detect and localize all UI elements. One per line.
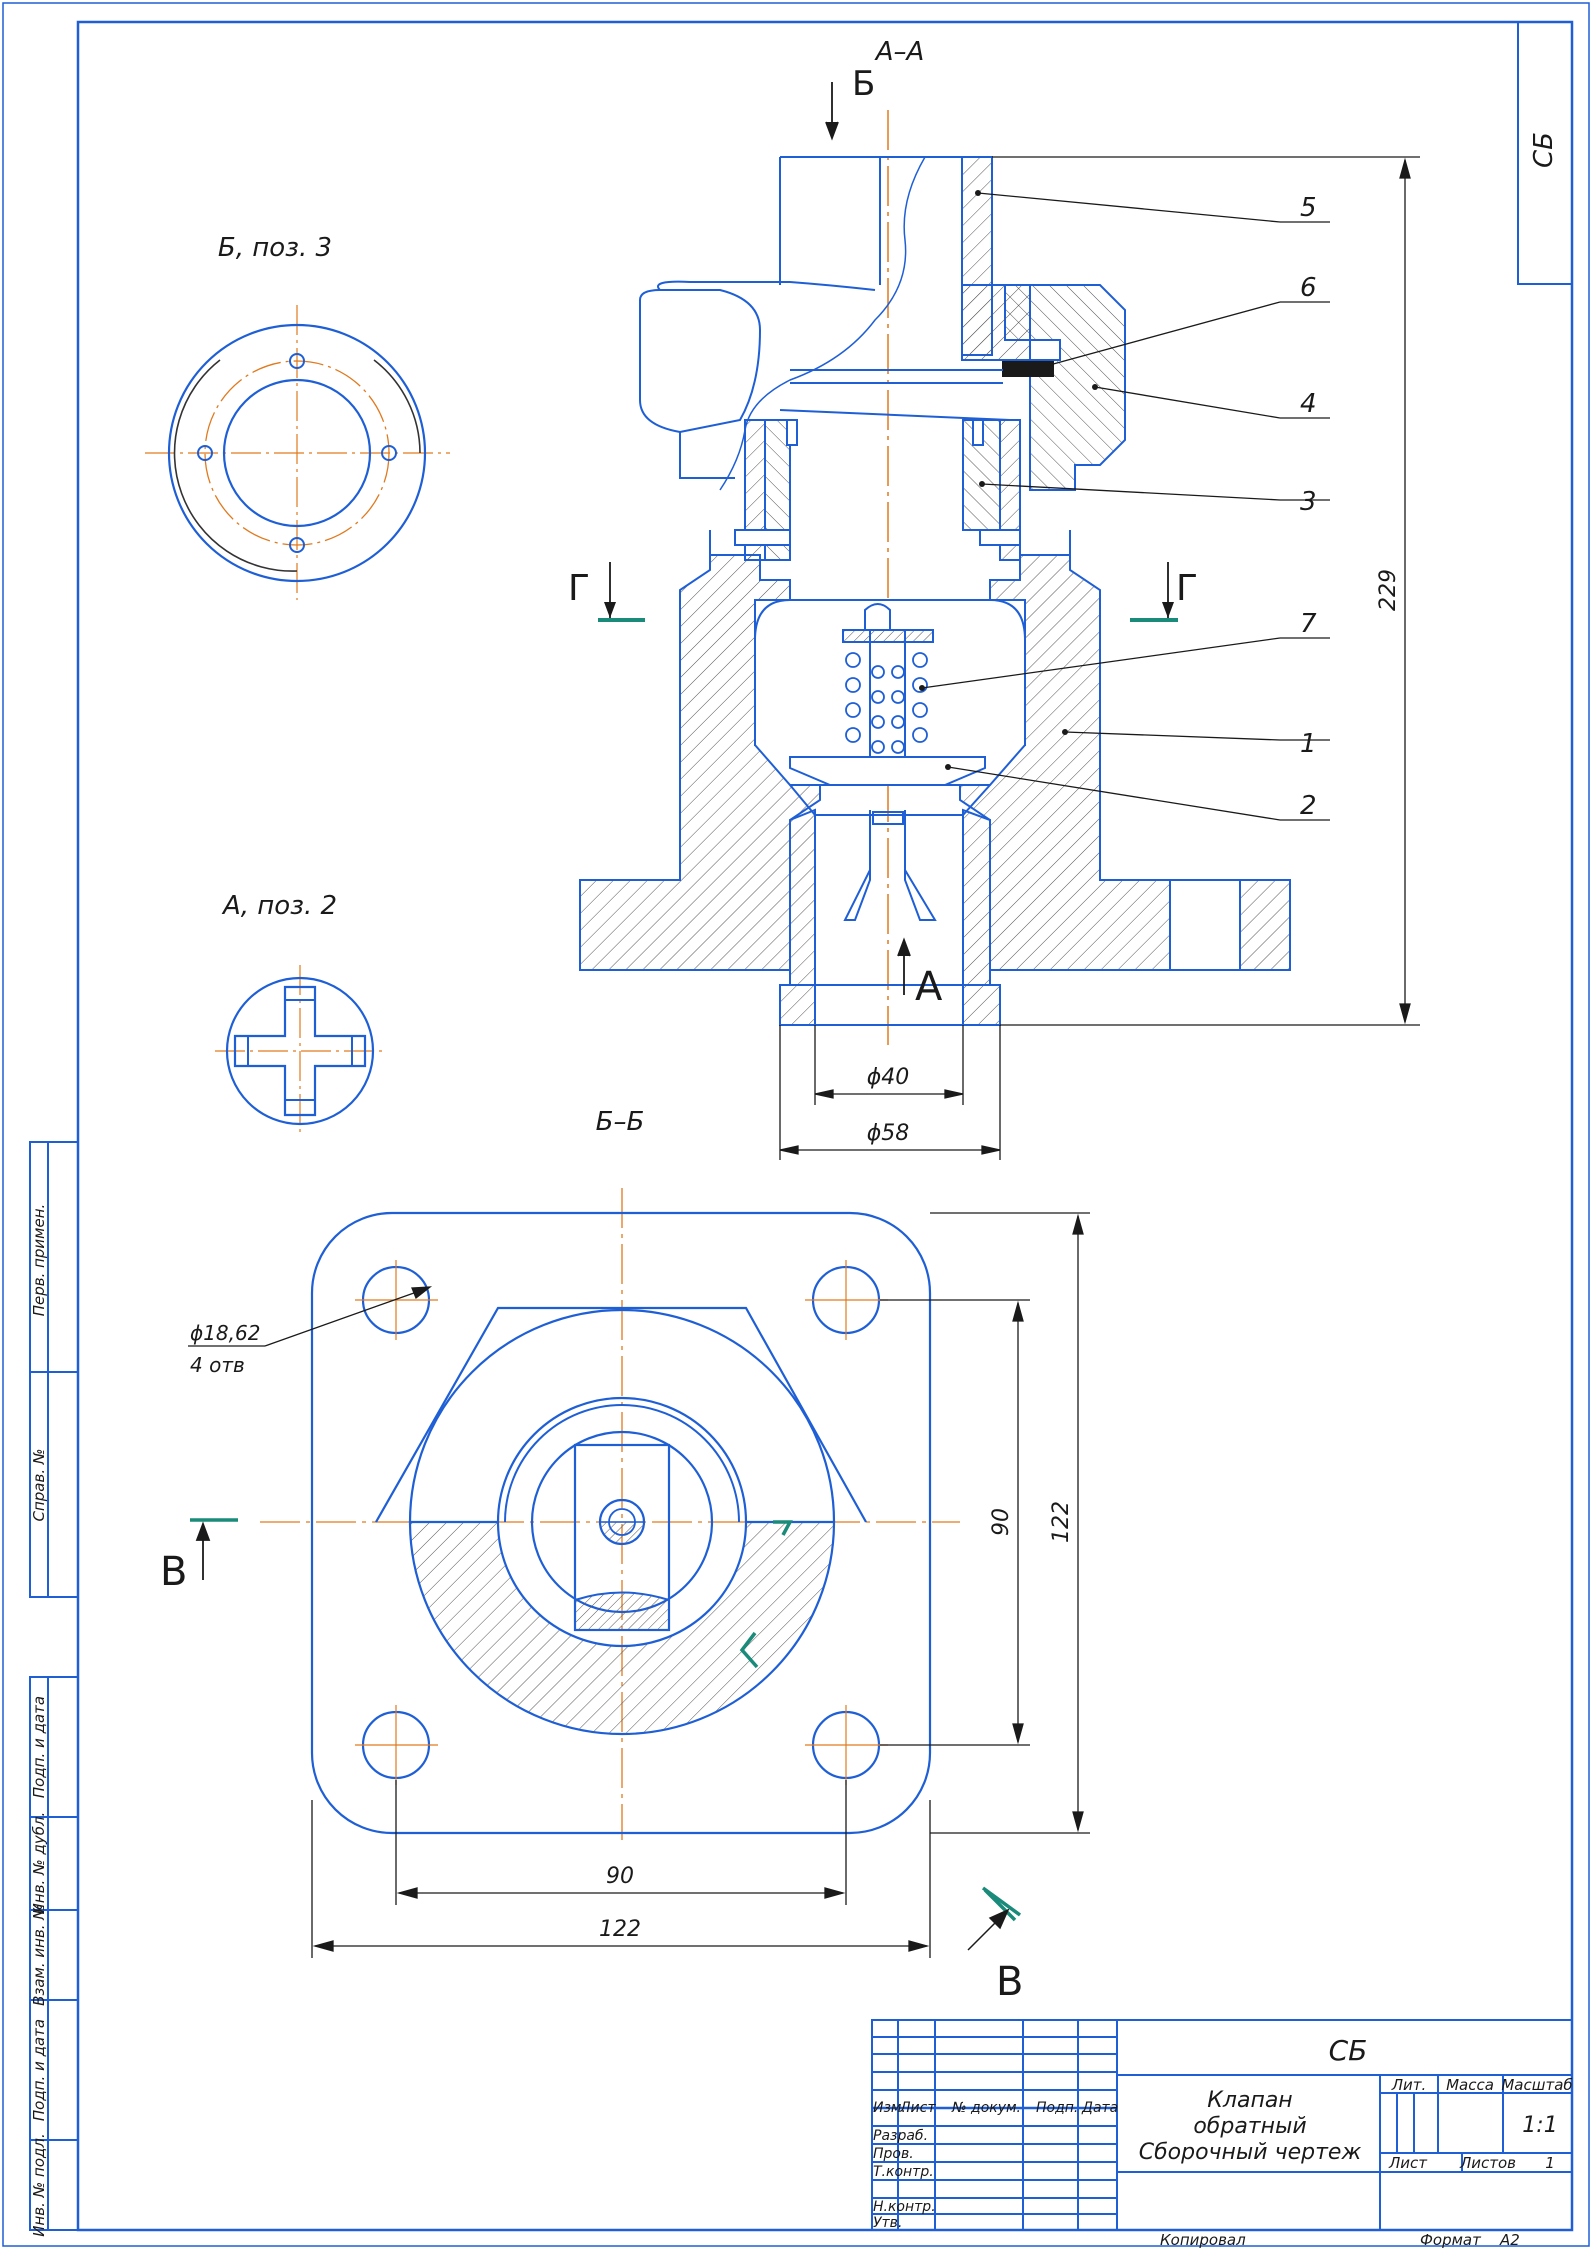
tb-name-1: Клапан	[1207, 2088, 1292, 2113]
view-b-pos3-drawing	[145, 305, 450, 600]
stamp-perv-primen: Перв. примен.	[30, 1204, 48, 1317]
marker-g-left	[598, 562, 645, 622]
callout-dots	[919, 190, 1098, 770]
stamp-podp-data-1: Подп. и дата	[30, 1696, 48, 1798]
dim-229-text: 229	[1376, 569, 1401, 611]
marker-b-top-text: Б	[852, 64, 875, 104]
tb-scale-value: 1:1	[1522, 2113, 1557, 2138]
marker-g-right	[1130, 562, 1178, 622]
tb-head-list: Лист	[899, 2100, 936, 2116]
callout-2: 2	[1300, 791, 1317, 821]
tb-head-sign: Подп.	[1036, 2100, 1078, 2116]
tb-sheets: Листов	[1459, 2154, 1516, 2172]
section-aa-label: А–А	[874, 37, 925, 67]
footer-copied: Копировал	[1160, 2231, 1246, 2249]
side-stamp	[29, 1141, 79, 2231]
callout-4: 4	[1300, 389, 1317, 419]
callout-3: 3	[1300, 487, 1317, 517]
title-block-grid	[871, 2019, 1573, 2231]
holes-callout-line2: 4 отв	[190, 1353, 245, 1377]
tb-scale: Масштаб	[1501, 2076, 1572, 2094]
tb-sheet: Лист	[1388, 2154, 1428, 2172]
tb-role-razrab: Разраб.	[873, 2128, 928, 2144]
dim-40-text: ϕ40	[867, 1065, 910, 1090]
footer-format-value: А2	[1499, 2231, 1520, 2249]
callout-6: 6	[1300, 273, 1317, 303]
view-b-pos3-label: Б, поз. 3	[218, 233, 332, 263]
callout-leaders	[921, 192, 1330, 821]
marker-a-text: А	[915, 964, 943, 1010]
callout-5: 5	[1300, 193, 1317, 223]
dim-vert-90-text: 90	[989, 1508, 1014, 1536]
tb-head-doc: № докум.	[951, 2100, 1021, 2116]
marker-g-left-text: Г	[568, 568, 590, 609]
marker-v-bottom-arrow	[967, 1908, 1010, 1951]
stamp-vzam-inv: Взам. инв. №	[30, 1904, 48, 2006]
top-code-text: СБ	[1529, 132, 1559, 168]
tb-mass: Масса	[1446, 2076, 1494, 2094]
stamp-sprav: Справ. №	[30, 1449, 48, 1522]
section-bb-label: Б–Б	[596, 1107, 645, 1137]
tb-head-izm: Изм.	[873, 2100, 906, 2116]
dim-vert	[880, 1212, 1090, 1834]
top-code-box: СБ	[1517, 21, 1573, 285]
stamp-inv-dubl: Инв. № дубл.	[30, 1812, 48, 1915]
stamp-podp-data-2: Подп. и дата	[30, 2019, 48, 2121]
marker-b-top	[825, 82, 839, 141]
marker-a-arrow	[897, 937, 911, 995]
stamp-inv-podl: Инв. № подл.	[30, 2133, 48, 2236]
marker-v-left-arrow	[195, 1521, 211, 1580]
dim-horiz	[311, 1780, 931, 1958]
marker-g-right-text: Г	[1176, 568, 1198, 609]
tb-name-2: обратный	[1193, 2114, 1306, 2139]
tb-role-utv: Утв.	[873, 2215, 902, 2231]
tb-role-nkontr: Н.контр.	[873, 2199, 936, 2215]
tb-role-prov: Пров.	[873, 2146, 914, 2162]
tb-role-tkontr: Т.контр.	[873, 2164, 934, 2180]
footer-format: Формат	[1420, 2231, 1482, 2249]
callout-1: 1	[1300, 729, 1317, 759]
holes-callout-line1: ϕ18,62	[190, 1321, 260, 1345]
tb-code: СБ	[1329, 2034, 1368, 2067]
tb-head-date: Дата	[1081, 2100, 1118, 2116]
tb-lit: Лит.	[1391, 2076, 1427, 2094]
marker-v-left-text: В	[160, 1549, 187, 1595]
marker-v-bottom-text: В	[996, 1959, 1023, 2005]
dim-horiz-122-text: 122	[599, 1917, 641, 1942]
section-bb-drawing	[260, 1188, 960, 1840]
tb-name-3: Сборочный чертеж	[1139, 2140, 1362, 2165]
view-a-pos2-drawing	[215, 965, 385, 1135]
view-a-pos2-label: А, поз. 2	[221, 891, 337, 921]
section-aa-drawing	[579, 156, 1291, 1026]
callout-7: 7	[1300, 609, 1317, 639]
dim-dia	[779, 1025, 1001, 1160]
holes-leader	[188, 1286, 433, 1347]
dim-vert-122-text: 122	[1049, 1501, 1074, 1543]
dim-229	[992, 156, 1420, 1026]
inner-frame	[76, 20, 1574, 2232]
tb-sheets-value: 1	[1545, 2154, 1555, 2172]
cut-marker-v	[190, 1518, 1022, 1922]
dim-horiz-90-text: 90	[606, 1864, 634, 1889]
dim-58-text: ϕ58	[867, 1121, 910, 1146]
